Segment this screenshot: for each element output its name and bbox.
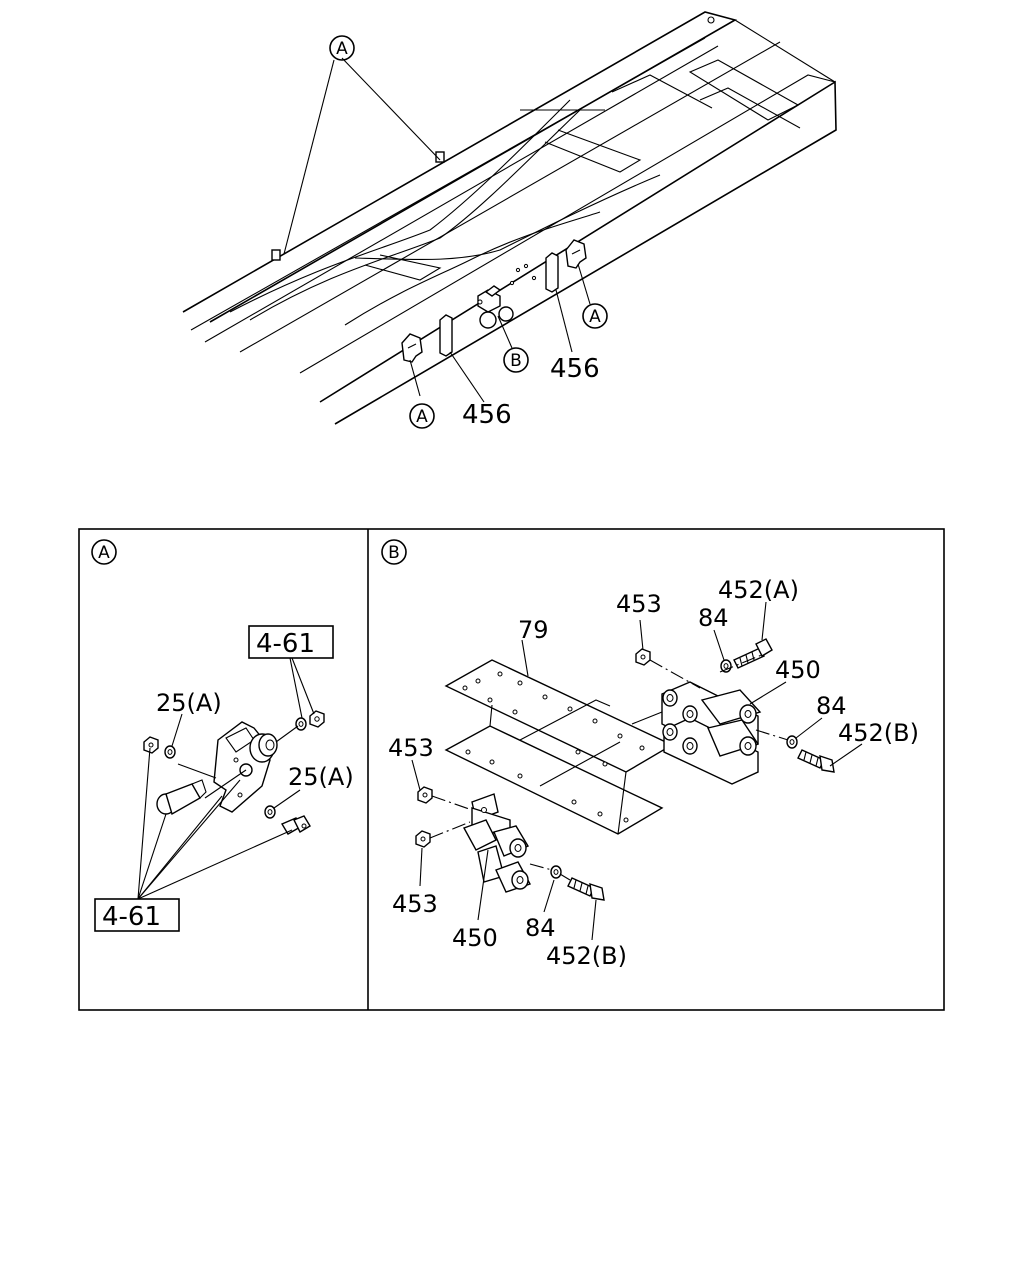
part-label-456-right: 456	[550, 354, 600, 384]
panel-a-marker	[91, 539, 117, 565]
label-453-mid: 453	[388, 734, 434, 762]
callout-a-bottom-text: A	[416, 407, 428, 427]
washer-84-low	[550, 865, 562, 879]
chassis-frame-overview: A A A B 456 456	[182, 11, 837, 430]
ref-box-top-text: 4-61	[256, 629, 315, 659]
bolt-lower	[280, 815, 311, 835]
callout-a-bottom	[409, 403, 435, 429]
callout-b-text: B	[510, 351, 522, 371]
bracket-a-top-1	[435, 151, 445, 163]
mount-block-450-right	[661, 681, 762, 785]
mount-block-450-left	[462, 793, 532, 893]
detail-frame	[78, 528, 945, 1011]
callout-a-right	[582, 303, 608, 329]
mount-assembly-b	[477, 285, 514, 329]
stiffener-456-right	[545, 252, 559, 293]
plate-79	[444, 659, 674, 835]
label-450-right: 450	[775, 656, 821, 684]
label-79: 79	[518, 616, 549, 644]
label-453-low: 453	[392, 890, 438, 918]
callout-a-top-text: A	[336, 39, 348, 59]
panel-b-marker	[381, 539, 407, 565]
ref-box-top	[248, 625, 334, 659]
panel-a-marker-text: A	[98, 543, 110, 563]
washer-84-right	[786, 735, 798, 749]
x-cross-members	[229, 99, 661, 326]
bracket-a-near-right	[565, 239, 587, 269]
callout-b	[503, 347, 529, 373]
rear-cross-member	[611, 59, 801, 129]
ref-box-bottom-text: 4-61	[102, 902, 161, 932]
rail-holes	[509, 263, 537, 286]
panel-b-marker-text: B	[388, 543, 400, 563]
frame-rail-near	[239, 19, 837, 425]
label-84-low: 84	[525, 914, 556, 942]
ref-box-bottom	[94, 898, 180, 932]
label-25a-lower: 25(A)	[288, 763, 354, 791]
label-25a-upper: 25(A)	[156, 689, 222, 717]
bracket-a-top-2	[271, 249, 281, 261]
nut-right	[309, 710, 325, 728]
label-453-top: 453	[616, 590, 662, 618]
nut-453-mid	[417, 786, 433, 804]
washer-25a-upper	[164, 745, 176, 759]
label-84-top: 84	[698, 604, 729, 632]
bolt-452b-right	[797, 749, 835, 773]
panel-a: A 4-61 4-61 25(A) 25(A)	[91, 539, 354, 932]
bolt-452b-low	[567, 877, 605, 901]
panel-b: B	[381, 539, 919, 970]
detail-panels	[78, 528, 945, 1011]
mount-pin	[156, 779, 207, 816]
callout-a-top	[329, 35, 355, 61]
part-label-456-left: 456	[462, 400, 512, 430]
washer-25a-lower	[264, 805, 276, 819]
bolt-452a	[733, 638, 773, 669]
callout-a-right-text: A	[589, 307, 601, 327]
nut-453-low	[415, 830, 431, 848]
label-450-left: 450	[452, 924, 498, 952]
stiffener-456-left	[439, 314, 453, 357]
label-452b-right: 452(B)	[838, 719, 919, 747]
frame-rail-far	[182, 11, 738, 343]
label-84-right: 84	[816, 692, 847, 720]
washer-84-top	[720, 659, 732, 673]
nut-453-top	[635, 648, 651, 666]
bracket-a-near-left	[401, 333, 423, 363]
label-452a: 452(A)	[718, 576, 799, 604]
washer-right	[295, 717, 307, 731]
nut-left	[143, 736, 159, 754]
label-452b-low: 452(B)	[546, 942, 627, 970]
cab-mount-bracket	[213, 721, 278, 813]
plate-holes	[462, 671, 645, 823]
